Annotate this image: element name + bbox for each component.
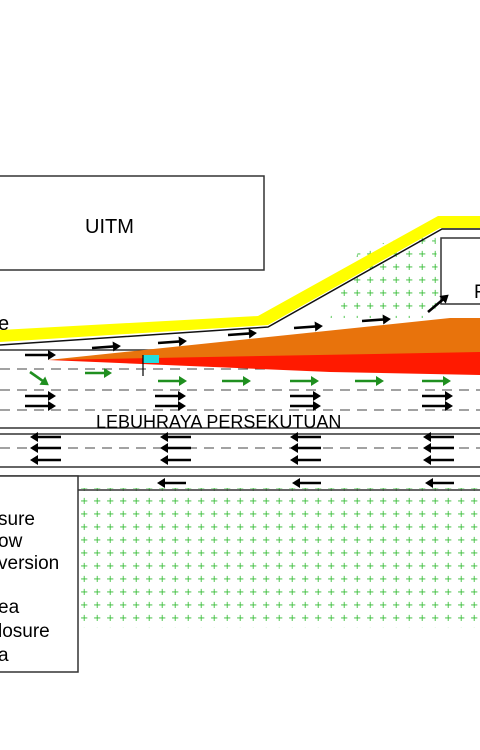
flow-arrow-19 xyxy=(290,391,321,401)
building-uitm-label: UITM xyxy=(85,216,134,238)
vegetation-area-upper xyxy=(330,232,440,318)
flow-arrow-2 xyxy=(157,336,187,347)
flow-arrow-4 xyxy=(293,321,323,332)
building-uitm-box xyxy=(0,175,265,271)
legend-line-3: version xyxy=(0,553,59,574)
flow-arrow-6 xyxy=(427,294,449,313)
flow-arrow-15 xyxy=(25,391,56,401)
flow-arrow-29 xyxy=(290,432,321,442)
flow-arrow-14 xyxy=(422,376,451,386)
building-right-label: F xyxy=(474,282,480,303)
flow-arrow-12 xyxy=(290,376,319,386)
legend-line-2: ow xyxy=(0,531,23,552)
closure-area-red xyxy=(48,352,480,375)
flow-arrow-25 xyxy=(30,455,61,465)
flow-arrow-10 xyxy=(158,376,187,386)
flow-arrow-34 xyxy=(423,455,454,465)
closure-start-marker xyxy=(143,355,159,363)
flow-arrow-17 xyxy=(155,391,186,401)
legend-line-6: losure xyxy=(0,621,50,642)
flow-arrow-24 xyxy=(30,443,61,453)
flow-arrow-23 xyxy=(30,432,61,442)
flow-arrow-32 xyxy=(423,432,454,442)
top-left-label-fragment: e xyxy=(0,313,9,335)
flow-arrow-37 xyxy=(425,478,454,488)
flow-arrow-30 xyxy=(290,443,321,453)
flow-arrow-5 xyxy=(361,314,391,325)
building-right-box xyxy=(440,237,480,305)
flow-arrow-20 xyxy=(290,401,321,411)
flow-arrow-26 xyxy=(160,432,191,442)
flow-arrow-1 xyxy=(91,341,121,352)
flow-arrow-31 xyxy=(290,455,321,465)
flow-arrow-16 xyxy=(25,401,56,411)
flow-arrow-36 xyxy=(292,478,321,488)
flow-arrow-8 xyxy=(29,370,49,386)
legend-line-1: sure xyxy=(0,509,35,530)
road-edge-yellow-band xyxy=(0,216,480,342)
flow-arrow-33 xyxy=(423,443,454,453)
flow-arrow-7 xyxy=(25,350,56,360)
flow-arrow-18 xyxy=(155,401,186,411)
flow-arrow-35 xyxy=(157,478,186,488)
flow-arrow-11 xyxy=(222,376,251,386)
flow-arrow-9 xyxy=(85,368,112,378)
traffic-flow-arrows xyxy=(25,294,454,488)
closure-area-orange xyxy=(48,318,480,360)
flow-arrow-21 xyxy=(422,391,453,401)
flow-arrow-22 xyxy=(422,401,453,411)
flow-arrow-28 xyxy=(160,455,191,465)
flow-arrow-13 xyxy=(355,376,384,386)
road-edge-line xyxy=(0,228,480,346)
vegetation-area-lower xyxy=(80,488,480,628)
flow-arrow-27 xyxy=(160,443,191,453)
road-name-label: LEBUHRAYA PERSEKUTUAN xyxy=(96,412,341,432)
flow-arrow-3 xyxy=(227,328,257,339)
legend-box xyxy=(0,475,79,673)
legend-line-5: ea xyxy=(0,597,20,618)
legend-line-7: a xyxy=(0,645,9,666)
